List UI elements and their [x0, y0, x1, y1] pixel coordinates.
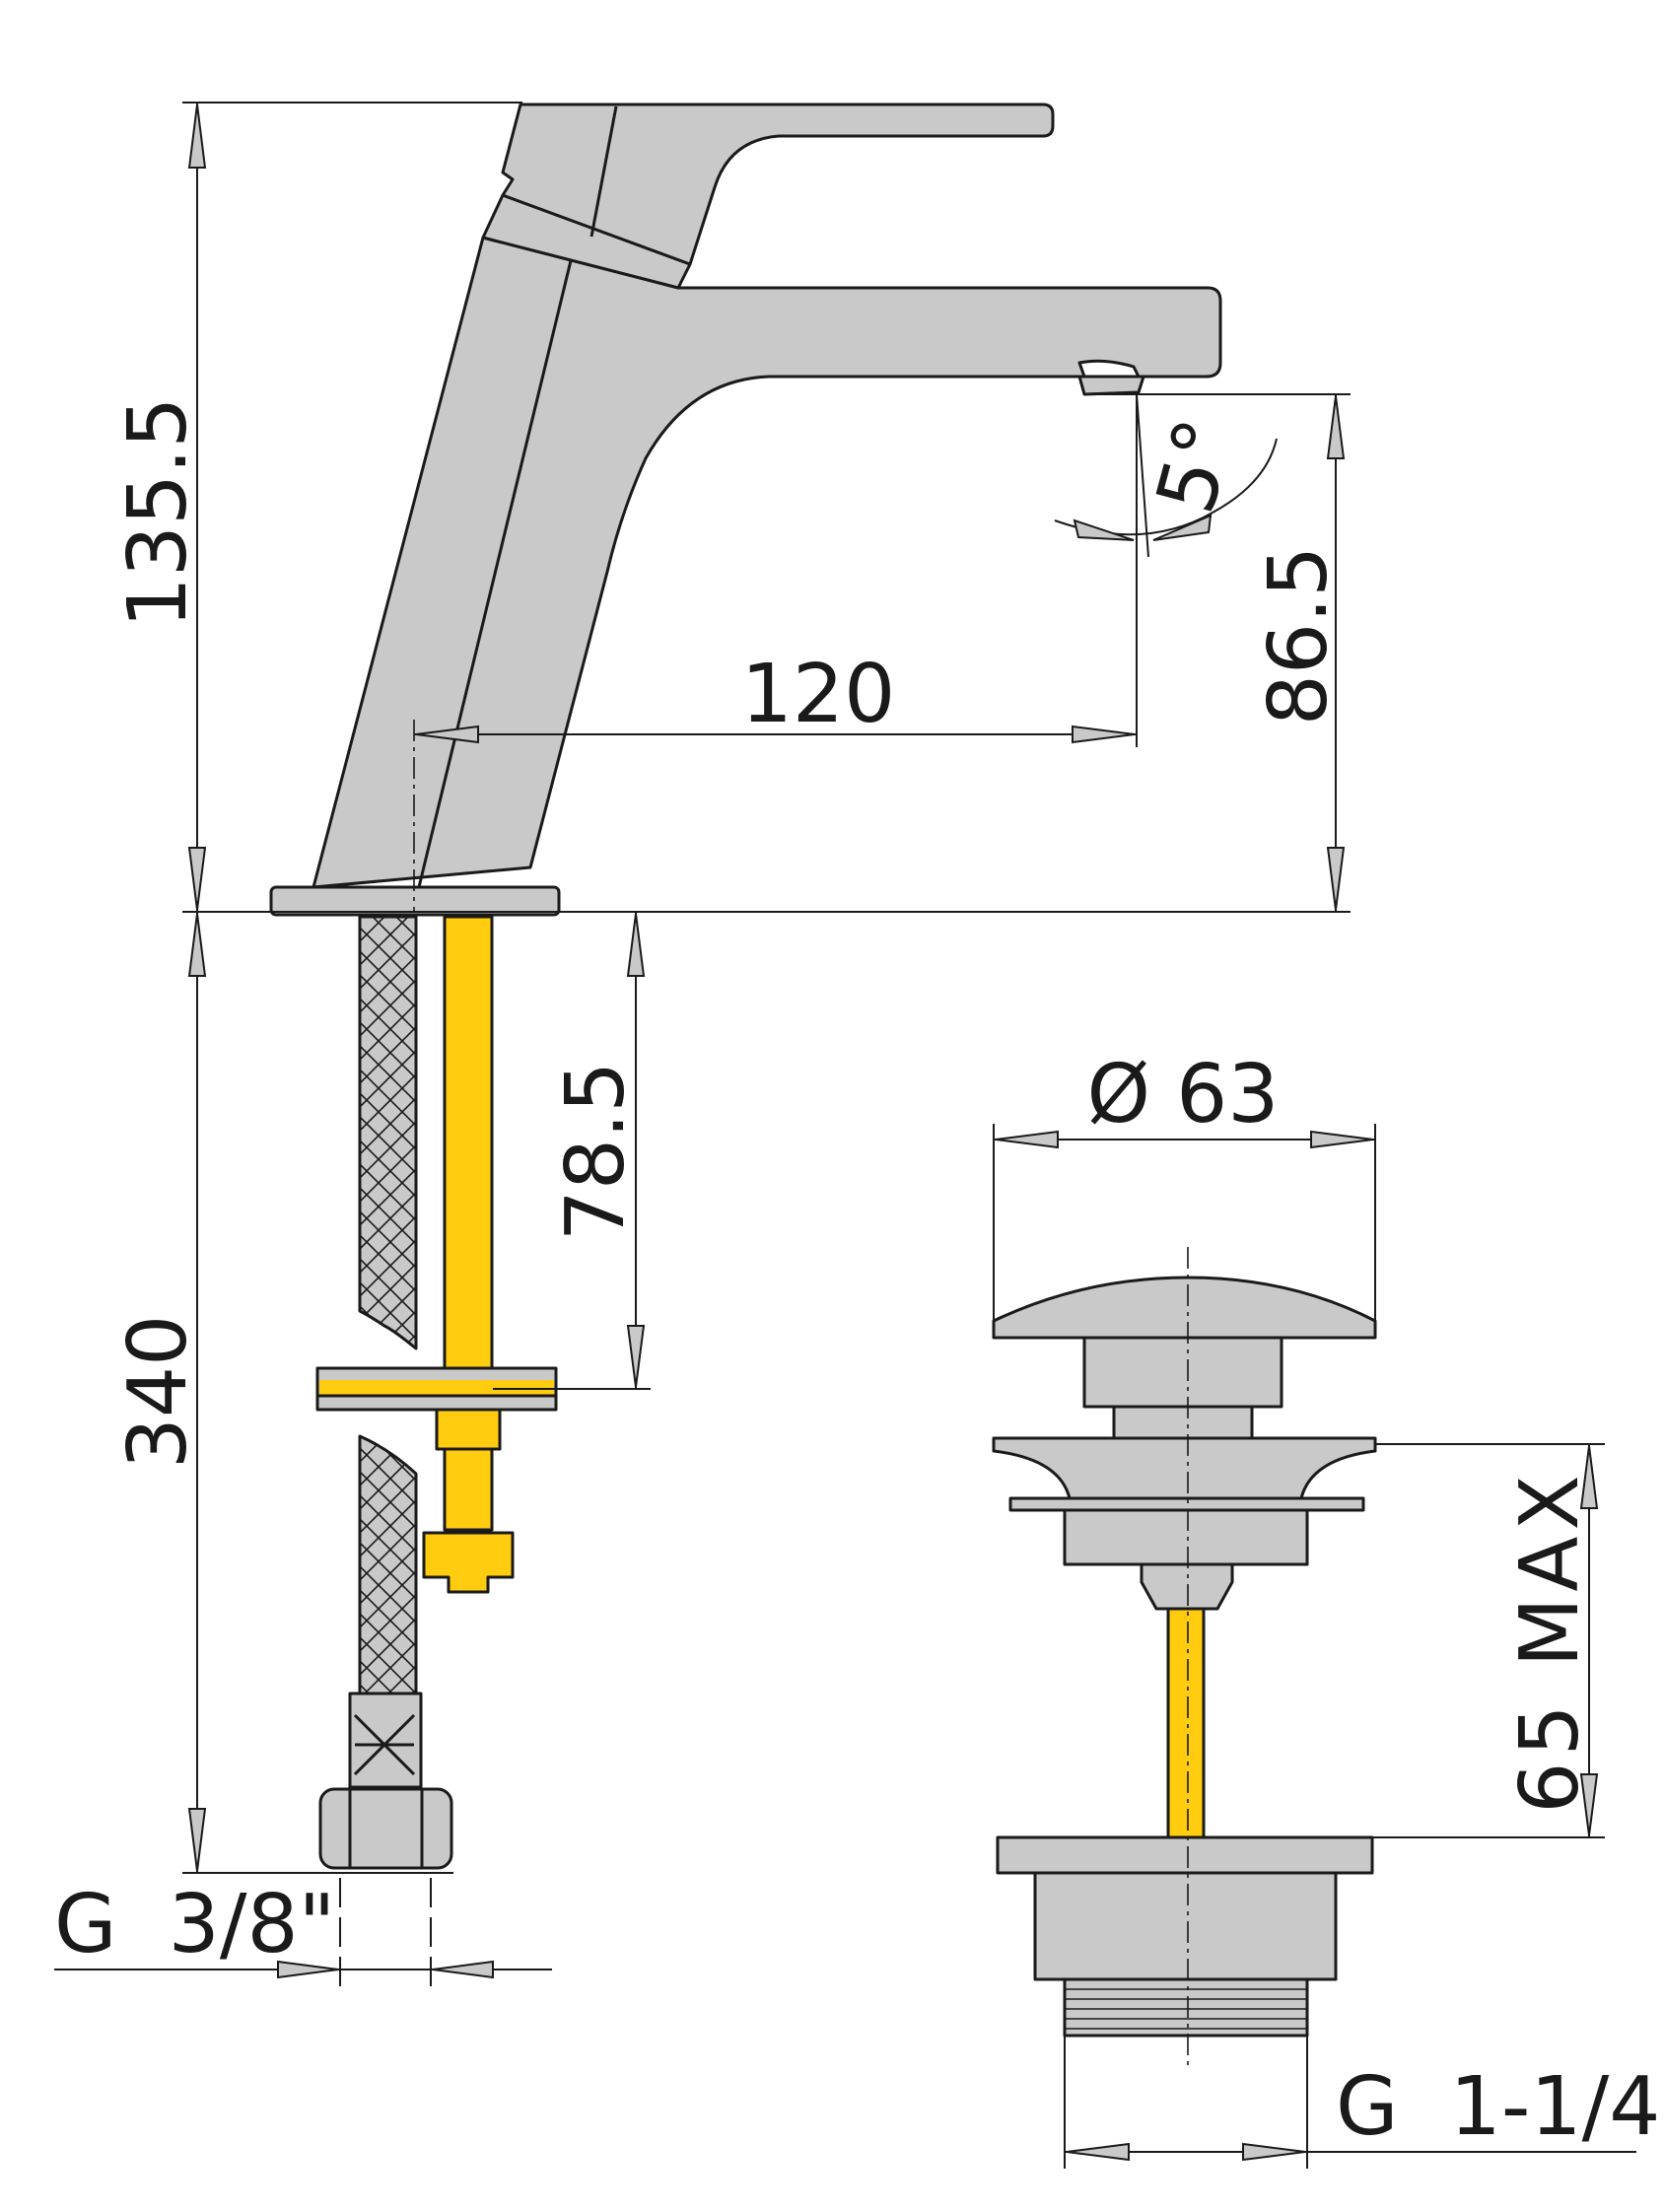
faucet-body-edge [417, 247, 576, 888]
label-total-height: 135.5 [111, 397, 205, 629]
label-waste-thread: G 1-1/4" [1336, 2060, 1664, 2154]
braided-hose-upper [358, 915, 418, 1350]
dimension-labels: 135.5 86.5 120 5° 340 78.5 G 3/8" Ø 63 6… [54, 397, 1664, 2154]
waste-cap-neck [1112, 1405, 1254, 1440]
waste-cap [992, 1276, 1377, 1340]
hose-hex-nut [318, 1787, 453, 1870]
waste-washer [1008, 1496, 1365, 1512]
label-waste-diameter: Ø 63 [1087, 1048, 1280, 1141]
dimension-lines [54, 102, 1636, 2169]
arrowhead [187, 847, 207, 911]
ferrule-crimp [353, 1713, 416, 1776]
waste-plug-tip [1140, 1562, 1234, 1611]
waste-bottom-flange [996, 1835, 1374, 1875]
lever-edge [589, 105, 618, 238]
waste-body [1063, 1508, 1309, 1566]
waste-thread [1063, 1977, 1309, 2038]
label-spout-angle: 5° [1139, 410, 1253, 523]
shank-nut [435, 1408, 502, 1451]
waste-rod [1166, 1607, 1206, 1839]
waste-cap-stem [1082, 1336, 1283, 1409]
label-spout-reach: 120 [741, 648, 896, 741]
aerator [1077, 375, 1145, 396]
waste-flange [992, 1436, 1377, 1500]
label-hose-length: 340 [111, 1315, 205, 1470]
fixing-plate-washer [319, 1380, 554, 1396]
hose-assembly [315, 915, 558, 1870]
label-spout-height: 86.5 [1252, 546, 1346, 726]
waste-thread-lines [1065, 1988, 1307, 2030]
label-waste-max-depth: 65 MAX [1503, 1469, 1597, 1813]
faucet-base-plate [269, 885, 561, 917]
waste-lower-body [1033, 1871, 1338, 1981]
label-hose-thread: G 3/8" [54, 1878, 335, 1971]
faucet-body [269, 103, 1222, 917]
faucet-spout-body [312, 236, 1222, 889]
shank-end-fitting [422, 1531, 515, 1594]
threaded-shank [443, 915, 494, 1370]
dim-line-angle [1136, 393, 1149, 558]
hose-ferrule [348, 1692, 423, 1789]
arrowhead [187, 104, 207, 169]
shank-lower [443, 1447, 494, 1532]
waste-assembly [992, 1247, 1377, 2065]
faucet-lever [501, 103, 1055, 266]
braided-hose-lower [358, 1434, 418, 1695]
label-shank-length: 78.5 [549, 1062, 643, 1242]
